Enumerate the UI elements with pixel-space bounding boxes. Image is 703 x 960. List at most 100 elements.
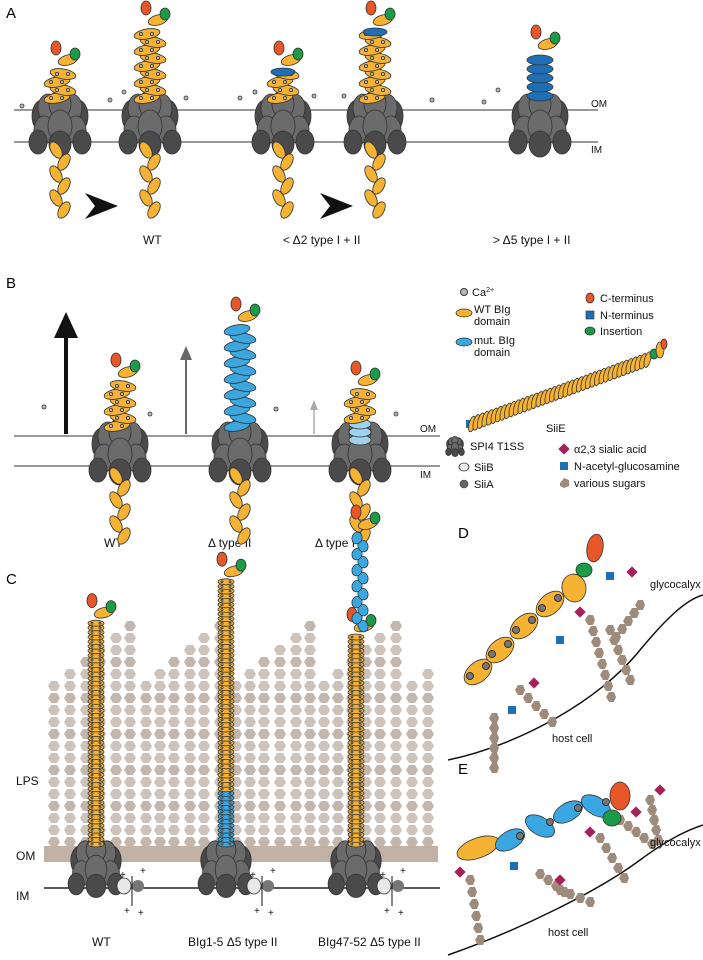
t1ss-subunit: [197, 872, 215, 896]
calcium-ion: [98, 810, 102, 814]
calcium-ion: [90, 621, 94, 625]
calcium-ion: [369, 72, 374, 77]
big-domain: [109, 380, 137, 392]
calcium-ion: [271, 80, 276, 85]
lps-sugar-unit: [244, 669, 256, 679]
calcium-ion: [228, 677, 232, 680]
calcium-ion: [220, 589, 224, 593]
calcium-ion: [350, 792, 354, 795]
caption-d5: > Δ5 type I + II: [493, 233, 570, 247]
calcium-ion: [90, 649, 94, 653]
lps-sugar-unit: [198, 657, 210, 667]
lps-sugar-unit: [110, 633, 122, 643]
calcium-ion: [98, 736, 102, 740]
lps-sugar-unit: [168, 657, 180, 667]
sugar-unit: [635, 600, 645, 610]
sugar-unit: [600, 670, 610, 680]
t1ss-subunit: [67, 872, 85, 896]
calcium-ion: [149, 32, 154, 37]
calcium-ion: [98, 828, 102, 832]
lps-sugar-unit: [244, 681, 256, 691]
lps-sugar-unit: [406, 729, 418, 739]
calcium-ion: [354, 407, 359, 412]
big-domain: [347, 633, 365, 641]
lps-sugar-unit: [184, 825, 196, 835]
calcium-ion: [350, 644, 354, 648]
lps-sugar-unit: [140, 765, 152, 775]
calcium-ion: [488, 650, 496, 658]
sugar-unit: [607, 853, 617, 863]
sugar-unit: [565, 889, 575, 899]
calcium-ion: [282, 96, 287, 101]
big-domain-periplasmic: [372, 201, 386, 219]
plus-charge: +: [400, 866, 406, 877]
calcium-ion: [363, 48, 368, 53]
lps-sugar-unit: [332, 681, 344, 691]
calcium-ion: [350, 718, 354, 722]
sugar-unit: [623, 616, 633, 626]
lps-sugar-unit: [390, 669, 402, 679]
lps-sugar-unit: [258, 669, 270, 679]
calcium-ion: [90, 658, 94, 662]
lps-sugar-unit: [198, 813, 210, 823]
calcium-ion: [98, 732, 102, 735]
panel-c-structures: ++++++++++++: [67, 504, 406, 919]
calcium-ion: [109, 391, 114, 396]
legend-sialic: α2,3 sialic acid: [574, 444, 646, 456]
calcium-ion: [220, 718, 224, 722]
big-domain: [223, 324, 251, 336]
lps-sugar-unit: [258, 681, 270, 691]
big-domain-periplasmic: [117, 527, 131, 545]
mutant-big-domain: [526, 90, 554, 102]
calcium-ion: [228, 603, 232, 607]
calcium-ion: [348, 415, 353, 420]
various-sugars-icon: [560, 478, 569, 488]
lps-sugar-unit: [304, 789, 316, 799]
t1ss-subunit: [295, 129, 315, 155]
lps-sugar-unit: [244, 801, 256, 811]
calcium-ion: [374, 96, 379, 101]
calcium-ion: [228, 736, 232, 740]
calcium-ion: [90, 787, 94, 791]
calcium-ion: [98, 792, 102, 795]
t1ss-subunit: [343, 129, 363, 155]
calcium-ion: [90, 727, 94, 731]
calcium-ion: [228, 589, 232, 593]
lps-sugar-unit: [140, 693, 152, 703]
lps-sugar-unit: [390, 621, 402, 631]
lps-sugar-unit: [154, 705, 166, 715]
calcium-ion: [288, 88, 293, 93]
lps-sugar-unit: [304, 681, 316, 691]
calcium-ion: [126, 383, 131, 388]
t1ss-subunit: [458, 447, 465, 456]
sugar-unit: [613, 645, 623, 655]
calcium-ion: [228, 663, 232, 666]
lps-sugar-unit: [64, 717, 76, 727]
calcium-ion: [350, 746, 354, 749]
lps-sugar-unit: [168, 837, 180, 847]
calcium-ion: [98, 704, 102, 708]
calcium-ion: [228, 727, 232, 731]
sugar-unit: [591, 637, 601, 647]
lps-sugar-unit: [184, 813, 196, 823]
calcium-ion: [228, 787, 232, 791]
siie-big-domain: [643, 351, 652, 368]
c-terminus-domain: [350, 504, 362, 520]
calcium-ion: [90, 782, 94, 786]
calcium-ion: [228, 617, 232, 620]
lps-sugar-unit: [332, 765, 344, 775]
sugar-unit: [619, 873, 629, 883]
lps-sugar-unit: [124, 825, 136, 835]
calcium-ion: [220, 635, 224, 639]
calcium-ion: [350, 769, 354, 772]
insertion-domain: [105, 600, 117, 613]
c-terminus-icon: [585, 292, 595, 304]
lps-sugar-unit: [198, 681, 210, 691]
lps-sugar-unit: [422, 681, 434, 691]
lps-sugar-unit: [124, 837, 136, 847]
calcium-ion: [228, 635, 232, 639]
lps-sugar-unit: [258, 753, 270, 763]
calcium-icon: [460, 288, 468, 296]
big-domain-periplasmic: [280, 201, 294, 219]
lps-sugar-unit: [304, 837, 316, 847]
